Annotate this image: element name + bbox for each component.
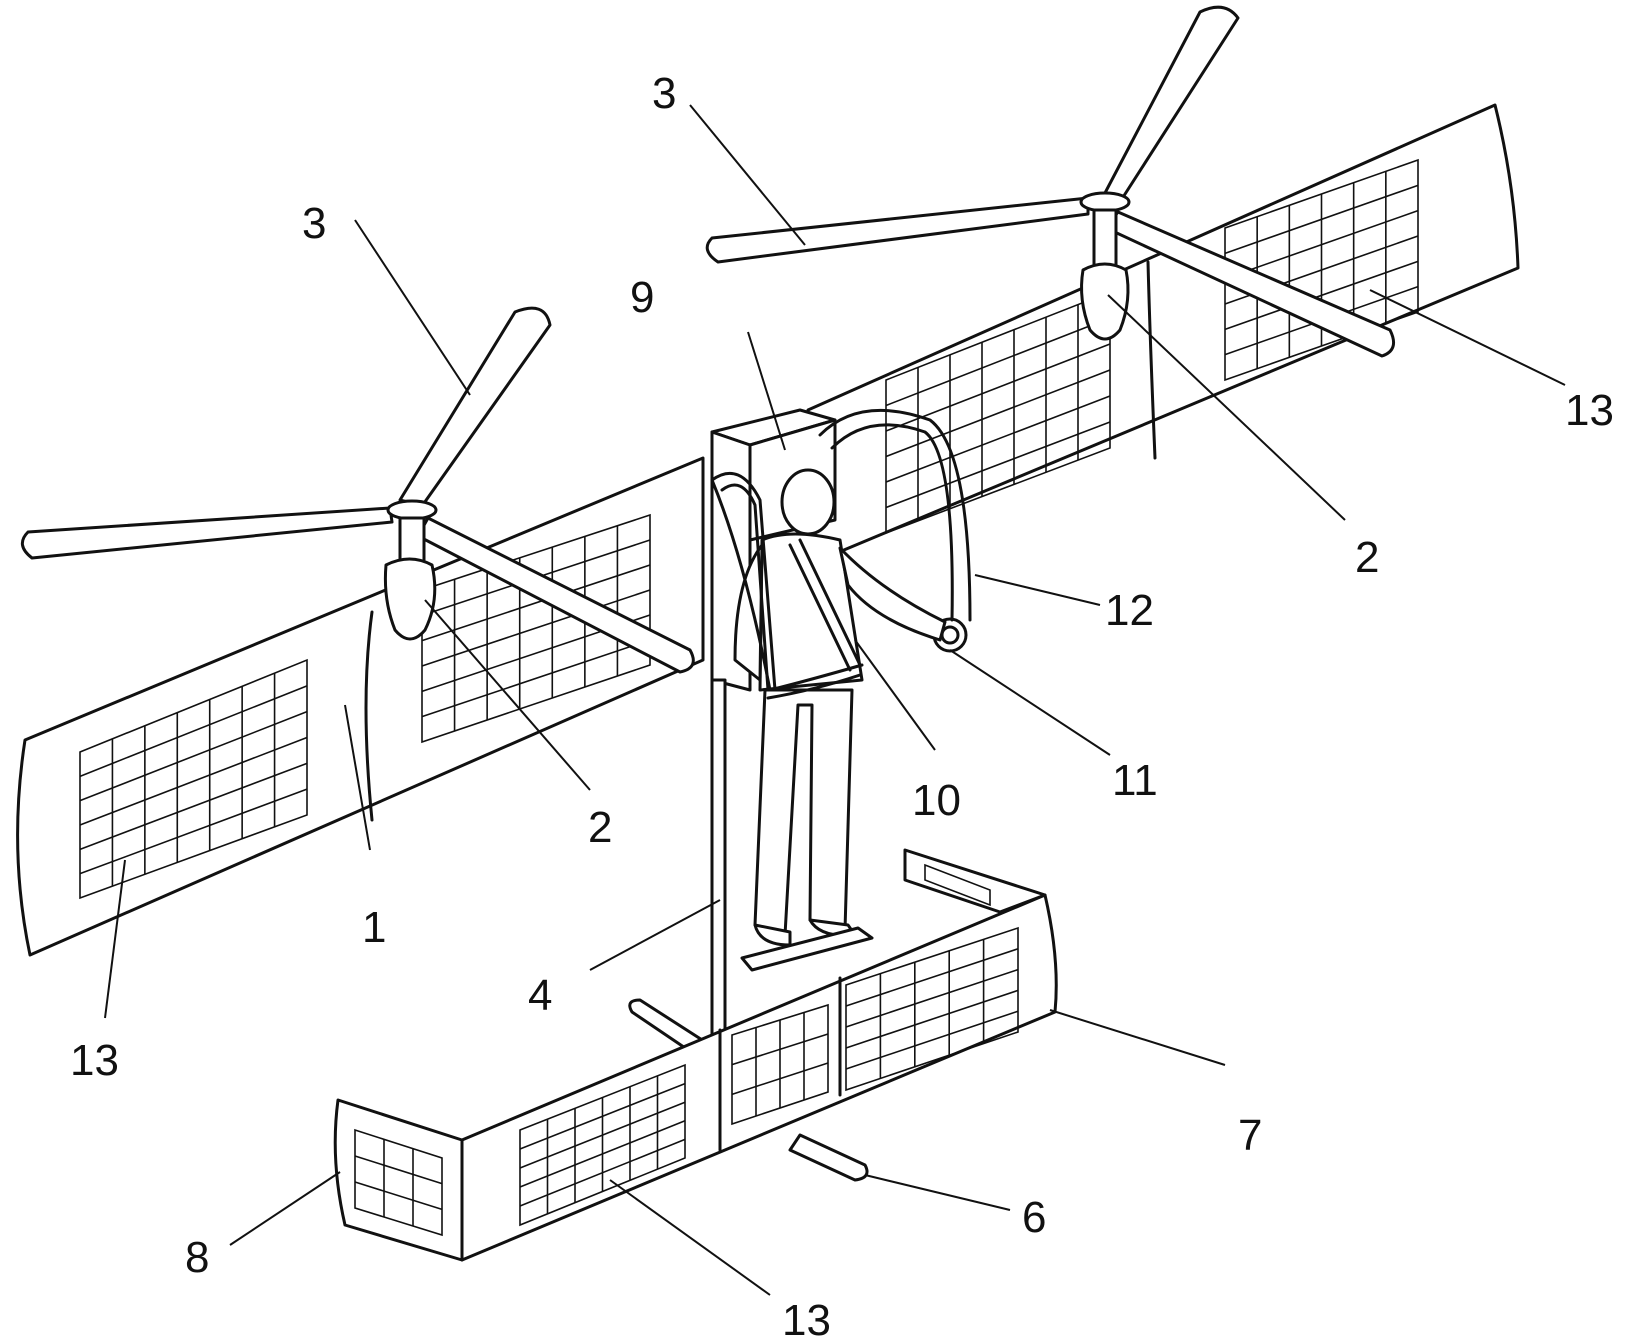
label-skid: 6 — [1022, 1193, 1046, 1242]
rear-motor — [1082, 264, 1128, 339]
label-mast: 4 — [528, 971, 552, 1020]
label-vertical-fin: 8 — [185, 1233, 209, 1282]
label-solar-panel-front: 13 — [70, 1036, 119, 1085]
mast — [712, 680, 725, 1068]
label-grip: 11 — [1112, 756, 1158, 805]
label-propeller-rear: 3 — [652, 69, 676, 118]
vertical-fin-right — [905, 850, 1045, 912]
label-propeller-front: 3 — [302, 199, 326, 248]
label-top-box: 9 — [630, 273, 654, 322]
vertical-fin-left — [335, 1100, 462, 1260]
label-wing: 1 — [362, 903, 386, 952]
label-motor-front: 2 — [588, 803, 612, 852]
skid-front — [790, 1135, 867, 1180]
rear-wing — [808, 105, 1518, 565]
front-motor — [385, 559, 434, 639]
label-tail-wing: 7 — [1238, 1111, 1262, 1160]
tail-wing — [462, 895, 1056, 1260]
label-motor-rear: 2 — [1355, 533, 1379, 582]
label-handle-arch: 12 — [1105, 586, 1154, 635]
label-harness: 10 — [912, 776, 961, 825]
label-solar-panel-tail: 13 — [782, 1296, 831, 1342]
label-solar-panel-rear: 13 — [1565, 386, 1614, 435]
